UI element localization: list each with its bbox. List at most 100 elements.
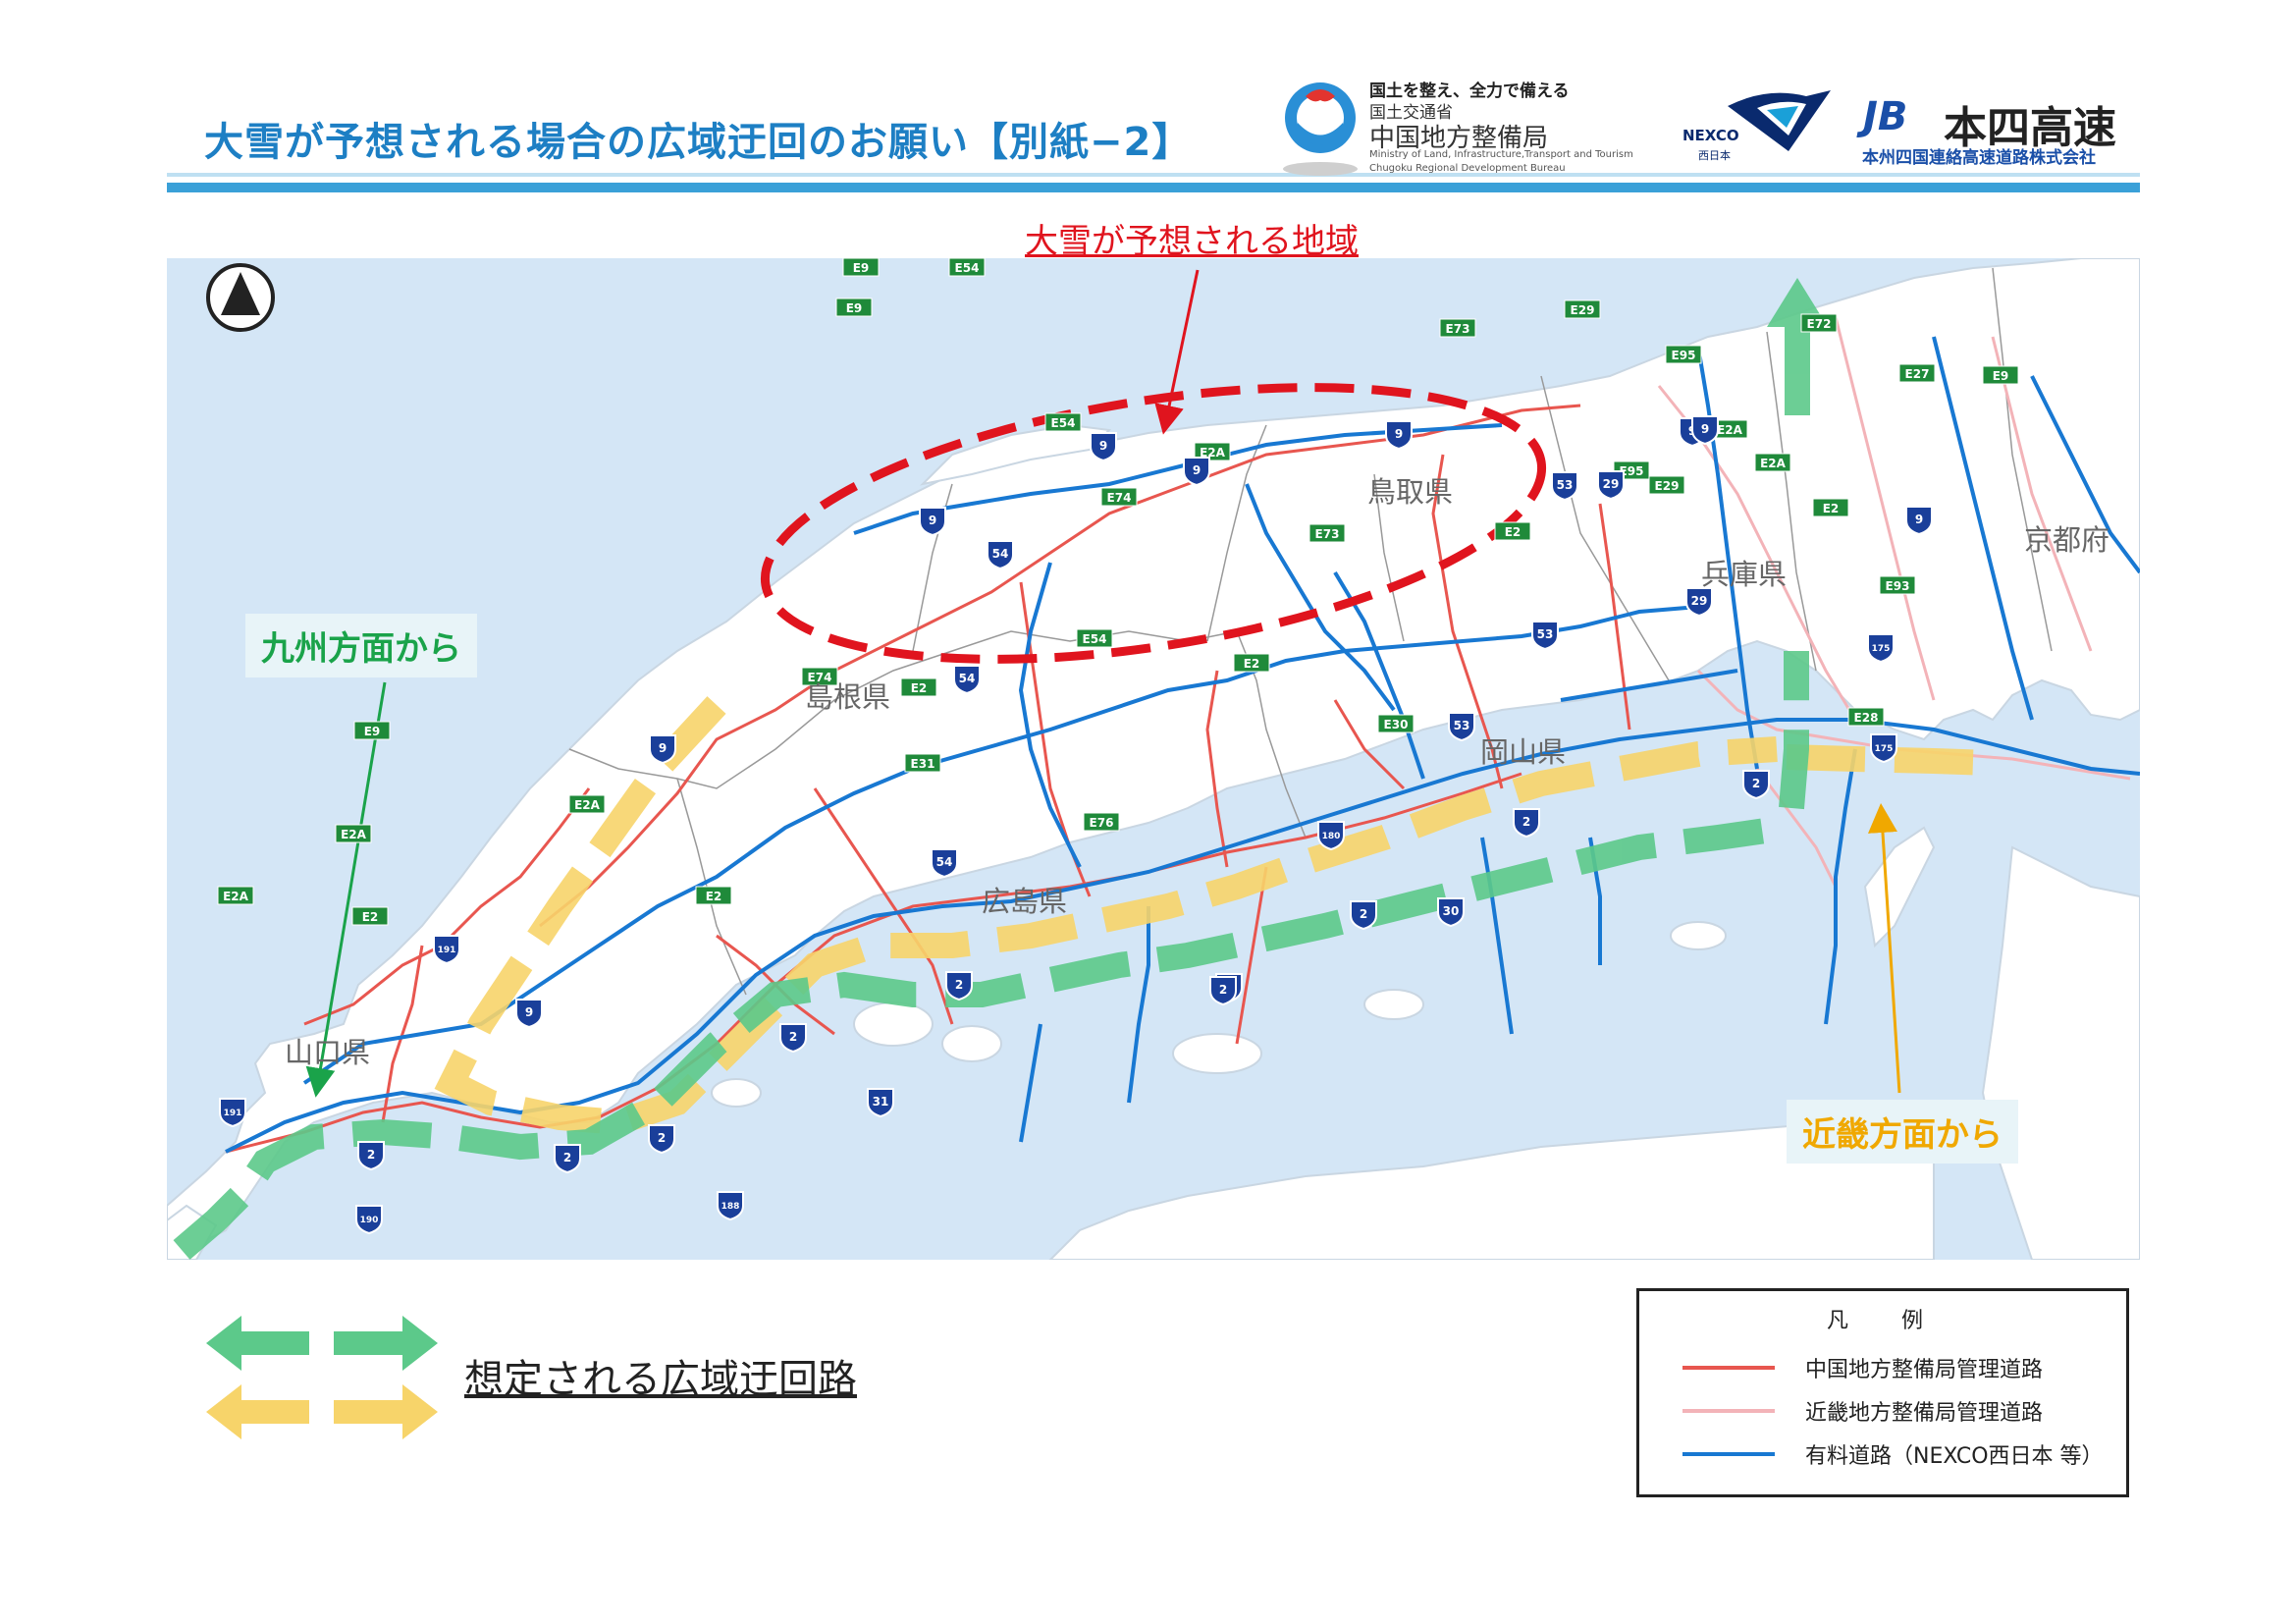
svg-text:E27: E27: [1905, 367, 1930, 381]
snow-label-arrow: [1154, 269, 1200, 435]
nexco-logo-icon: [1728, 90, 1831, 151]
svg-text:E72: E72: [1807, 317, 1832, 331]
route-shield-9: 9: [649, 734, 676, 765]
svg-text:9: 9: [659, 741, 667, 755]
svg-text:E2A: E2A: [1717, 423, 1743, 437]
green-double-arrow-icon: [206, 1316, 438, 1371]
expressway-shield-e2a: E2A: [568, 794, 606, 814]
svg-text:E29: E29: [1655, 479, 1680, 493]
snow-area-ellipse: [760, 383, 1547, 664]
pref-label-hyogo: 兵庫県: [1701, 558, 1788, 591]
expressway-shield-e54: E54: [1076, 628, 1113, 648]
expressway-shields: E9E54E9E9E9E9E54E73E54E29E95E72E72E27E27…: [217, 258, 2019, 926]
expressway-shield-e54: E54: [1044, 412, 1082, 432]
legend-item-toll: 有料道路（NEXCO西日本 等）: [1682, 1438, 2104, 1469]
route-shield-9: 9: [919, 507, 946, 537]
expressway-shield-e9: E9: [1982, 365, 2019, 385]
route-shield-53: 53: [1448, 712, 1475, 742]
route-shields: 9999992953535354545429175175180222222230…: [219, 415, 1933, 1235]
expressway-shield-e74: E74: [801, 667, 838, 686]
svg-text:30: 30: [1443, 904, 1460, 918]
route-shield-9: 9: [1090, 432, 1117, 462]
svg-text:E28: E28: [1854, 711, 1879, 725]
svg-text:54: 54: [959, 672, 976, 685]
expressway-shield-e9: E9: [353, 721, 391, 740]
route-shield-53: 53: [1551, 471, 1578, 502]
svg-text:E31: E31: [911, 757, 935, 771]
legend-swatch: [1682, 1366, 1775, 1370]
route-shield-180: 180: [1317, 821, 1345, 851]
svg-text:E54: E54: [955, 261, 980, 275]
legend-label: 近畿地方整備局管理道路: [1805, 1401, 2044, 1426]
svg-text:9: 9: [1915, 513, 1923, 526]
svg-text:9: 9: [1701, 422, 1709, 436]
mlit-english-2: Chugoku Regional Development Bureau: [1369, 163, 1566, 174]
expressway-shield-e95: E95: [1665, 345, 1702, 364]
route-shield-2: 2: [945, 971, 973, 1001]
svg-text:E2A: E2A: [1200, 446, 1226, 460]
expressway-shield-e54: E54: [948, 258, 986, 277]
nexco-sub: 西日本: [1698, 149, 1731, 162]
svg-text:2: 2: [563, 1151, 571, 1164]
title-underline-light: [167, 173, 2140, 177]
svg-text:E2A: E2A: [574, 798, 601, 812]
expressway-shield-e2: E2: [900, 677, 937, 697]
shimane-peninsula: [919, 423, 1112, 486]
svg-text:E30: E30: [1384, 718, 1409, 731]
snow-area-label: 大雪が予想される地域: [1025, 222, 1359, 261]
legend-box: 凡 例 中国地方整備局管理道路 近畿地方整備局管理道路 有料道路（NEXCO西日…: [1636, 1288, 2129, 1497]
pref-label-kyoto: 京都府: [2024, 523, 2110, 557]
svg-text:191: 191: [224, 1109, 242, 1118]
route-shield-2: 2: [1742, 770, 1770, 800]
legend-label: 中国地方整備局管理道路: [1805, 1358, 2044, 1382]
svg-text:2: 2: [789, 1030, 797, 1044]
pref-label-okayama: 岡山県: [1480, 735, 1567, 769]
svg-text:E2: E2: [706, 890, 722, 903]
svg-text:E2: E2: [1505, 525, 1522, 539]
mlit-ministry: 国土交通省: [1369, 103, 1453, 123]
svg-text:54: 54: [936, 855, 953, 869]
svg-text:9: 9: [1395, 427, 1403, 441]
route-shield-9: 9: [1385, 420, 1413, 451]
svg-text:2: 2: [658, 1131, 666, 1145]
svg-text:54: 54: [992, 547, 1009, 561]
route-shield-2: 2: [554, 1144, 581, 1174]
svg-text:2: 2: [1752, 777, 1760, 790]
yellow-detour-route: [434, 696, 1994, 1136]
svg-text:E2: E2: [911, 681, 928, 695]
route-shield-2: 2: [648, 1124, 675, 1155]
honshi-mark: JB: [1863, 94, 1908, 139]
route-shield-191: 191: [219, 1098, 246, 1128]
honshi-full-name: 本州四国連絡高速道路株式会社: [1862, 148, 2096, 168]
svg-text:E74: E74: [1107, 491, 1132, 505]
route-shield-54: 54: [953, 665, 981, 695]
svg-text:53: 53: [1557, 478, 1574, 492]
svg-text:29: 29: [1603, 477, 1620, 491]
route-shield-2: 2: [357, 1141, 385, 1171]
kinki-label-arrow: [1867, 803, 1901, 1094]
svg-text:E2A: E2A: [341, 828, 367, 841]
pref-label-shimane: 島根県: [805, 680, 891, 714]
svg-text:53: 53: [1537, 627, 1554, 641]
svg-text:2: 2: [955, 978, 963, 992]
chugoku-region-map: E9E54E9E9E9E9E54E73E54E29E95E72E72E27E27…: [167, 258, 2140, 1260]
svg-text:E2A: E2A: [223, 890, 249, 903]
route-shield-175: 175: [1870, 733, 1897, 764]
svg-text:9: 9: [525, 1005, 533, 1019]
legend-item-kinki: 近畿地方整備局管理道路: [1682, 1395, 2095, 1426]
svg-text:E73: E73: [1315, 527, 1340, 541]
expressway-shield-e2a: E2A: [335, 824, 372, 843]
expressway-shield-e9: E9: [842, 258, 880, 277]
mlit-slogan: 国土を整え、全力で備える: [1369, 81, 1570, 101]
route-shield-2: 2: [1513, 808, 1540, 839]
prefecture-borders: [568, 267, 2053, 996]
svg-text:E9: E9: [846, 301, 863, 315]
detour-route-label: 想定される広域迂回路: [464, 1357, 857, 1402]
expressway-shield-e95: E95: [1613, 460, 1650, 480]
route-shield-191: 191: [433, 935, 460, 965]
legend-swatch: [1682, 1452, 1775, 1456]
svg-text:E95: E95: [1620, 464, 1644, 478]
route-shield-190: 190: [355, 1205, 383, 1235]
route-shield-30: 30: [1437, 897, 1465, 928]
expressway-shield-e76: E76: [1083, 812, 1120, 832]
